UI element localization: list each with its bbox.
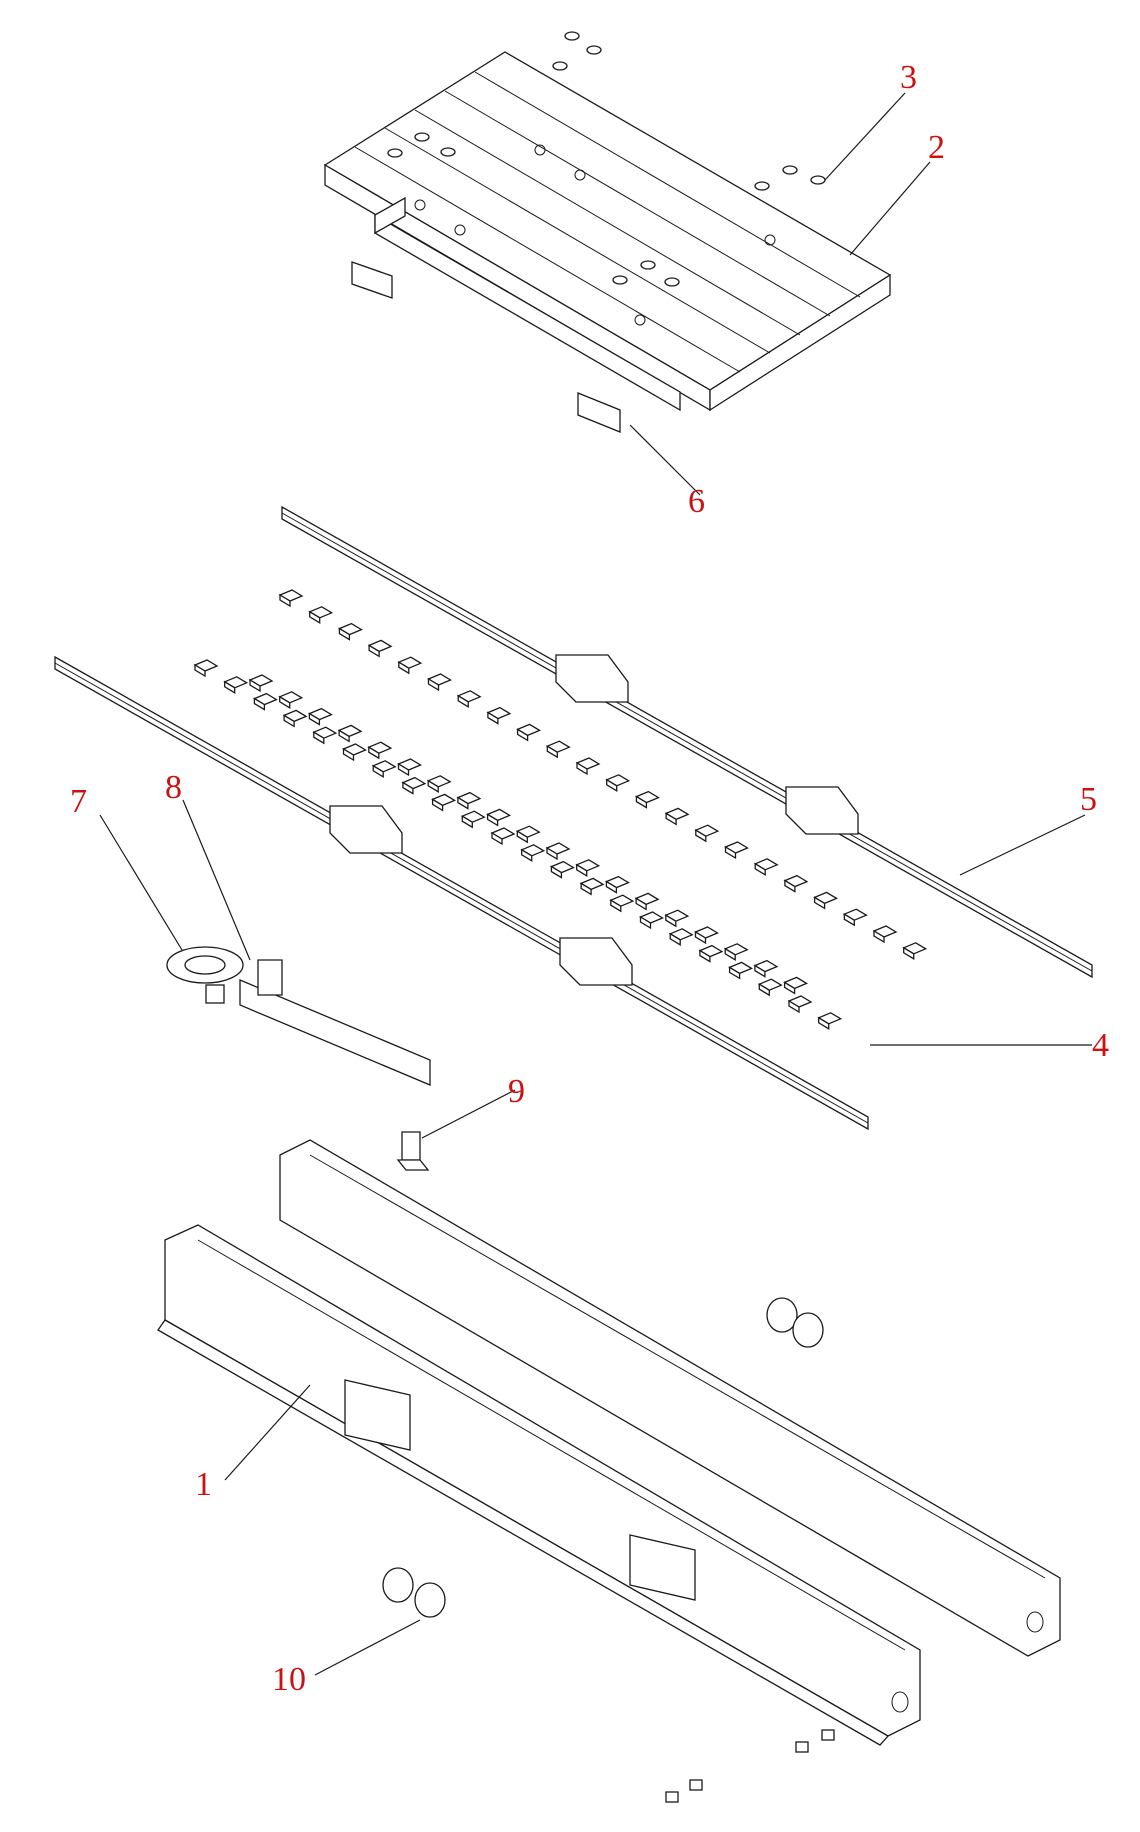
callout-3: 3 [900, 59, 917, 96]
t-nut-side [728, 966, 741, 980]
t-nut-side [308, 712, 321, 726]
t-nut-side [576, 863, 588, 877]
t-nut-side [487, 711, 499, 725]
t-nut-side [758, 983, 770, 997]
t-nut-side [338, 729, 350, 743]
t-nut-side [754, 862, 766, 876]
t-nut-side [754, 964, 766, 978]
t-nut-side [610, 899, 622, 913]
t-nut-side [873, 929, 885, 944]
t-nut-side [635, 897, 647, 911]
t-nut-side [283, 714, 295, 728]
levelling-feet [382, 1297, 835, 1803]
t-nut-side [491, 831, 503, 846]
t-nut-side [694, 930, 707, 945]
t-nut-side [724, 947, 736, 961]
callout-4: 4 [1092, 1027, 1109, 1064]
t-nut-side [224, 680, 236, 694]
t-nut-side [486, 813, 499, 827]
t-nut-side [903, 946, 915, 960]
callout-8: 8 [165, 769, 182, 806]
t-nut-side [695, 829, 707, 843]
table-studs [387, 31, 826, 287]
t-nut-side [461, 815, 473, 829]
callout-1: 1 [195, 1466, 212, 1503]
t-nut-side [843, 913, 855, 927]
t-nut-side [724, 845, 737, 860]
t-nut-side [427, 677, 440, 692]
t-nut-side [427, 779, 439, 793]
t-nut-side [813, 896, 826, 910]
t-nut-side [457, 796, 469, 810]
t-nut-side [784, 879, 796, 893]
t-nut-side [397, 762, 410, 777]
t-nut-side [639, 915, 652, 930]
cable-chain-arm [166, 946, 431, 1086]
t-nut-side [338, 627, 351, 641]
callout-6: 6 [688, 483, 705, 520]
leader-lines [99, 92, 1092, 1676]
t-nuts [193, 589, 928, 1030]
t-nut-side [194, 663, 206, 678]
t-nut-side [279, 593, 291, 608]
t-nut-side [580, 882, 592, 896]
t-nut-side [279, 695, 291, 709]
t-nut-side [605, 880, 618, 894]
callout-5: 5 [1080, 781, 1097, 818]
callout-2: 2 [928, 129, 945, 166]
t-nut-side [398, 661, 410, 675]
t-nut-side [368, 644, 380, 658]
t-nut-side [516, 830, 528, 844]
machine-bed [157, 1139, 1061, 1746]
t-nut-side [783, 981, 796, 995]
side-plates [351, 261, 621, 433]
t-nut-side [546, 846, 558, 861]
t-nut-side [546, 745, 558, 759]
callout-labels: 3 2 6 5 4 7 8 9 1 10 [70, 59, 1109, 1698]
t-nut-side [313, 731, 325, 745]
t-nut-side [818, 1016, 830, 1030]
t-nut-side [368, 746, 380, 760]
t-nut-side [550, 865, 563, 879]
t-nut-side [402, 781, 414, 795]
t-nut-side [457, 694, 469, 708]
t-nut-side [516, 728, 529, 742]
t-nut-side [249, 678, 261, 693]
t-nut-side [606, 778, 618, 792]
t-nut-side [576, 761, 588, 776]
t-nut-side [665, 812, 677, 826]
t-nut-side [253, 697, 266, 711]
t-nut-side [699, 949, 711, 963]
t-nut-side [665, 914, 677, 928]
t-nut-side [372, 764, 384, 778]
callout-9: 9 [508, 1073, 525, 1110]
t-nut-side [669, 932, 681, 946]
rail-carriages [329, 654, 859, 986]
linear-rails [54, 505, 1093, 1131]
callout-7: 7 [70, 783, 87, 820]
bracket [396, 1131, 430, 1171]
t-nut-side [635, 795, 648, 809]
callout-10: 10 [272, 1661, 306, 1698]
t-nut-side [309, 610, 321, 624]
t-nut-side [342, 747, 355, 762]
t-nut-side [788, 999, 800, 1014]
t-nut-side [431, 798, 444, 812]
t-nut-side [521, 848, 533, 862]
work-table [323, 51, 892, 412]
